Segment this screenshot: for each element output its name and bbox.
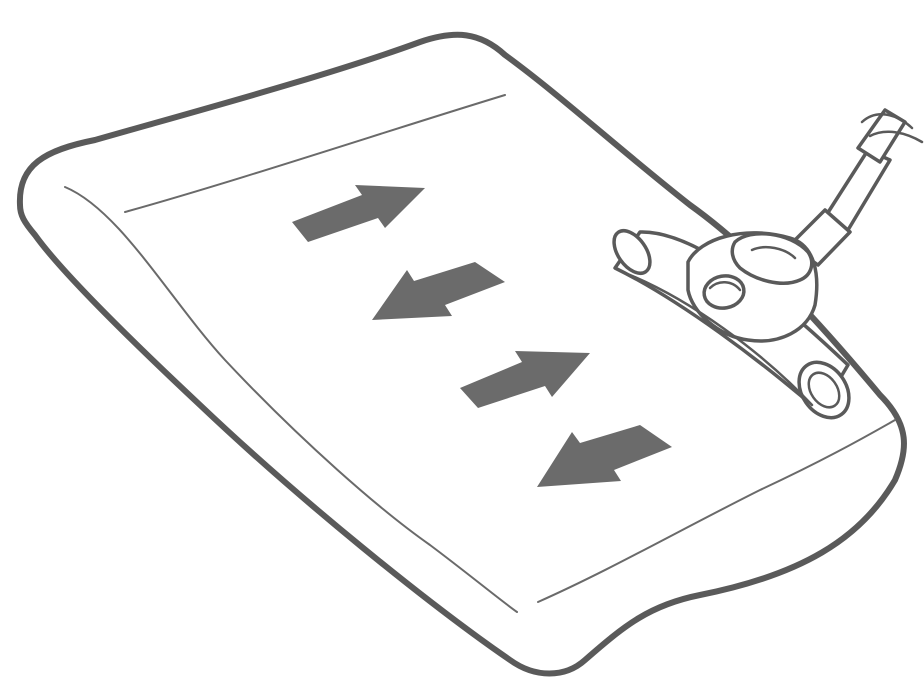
direction-arrow-icon-4 xyxy=(537,425,672,487)
direction-arrows xyxy=(292,185,672,487)
brush-nozzle-icon xyxy=(612,229,851,420)
mattress-icon xyxy=(16,31,907,677)
direction-arrow-icon-3 xyxy=(460,351,590,408)
direction-arrow-icon-2 xyxy=(372,262,505,320)
direction-arrow-icon-1 xyxy=(292,185,425,242)
hose-wand-icon xyxy=(788,108,924,267)
